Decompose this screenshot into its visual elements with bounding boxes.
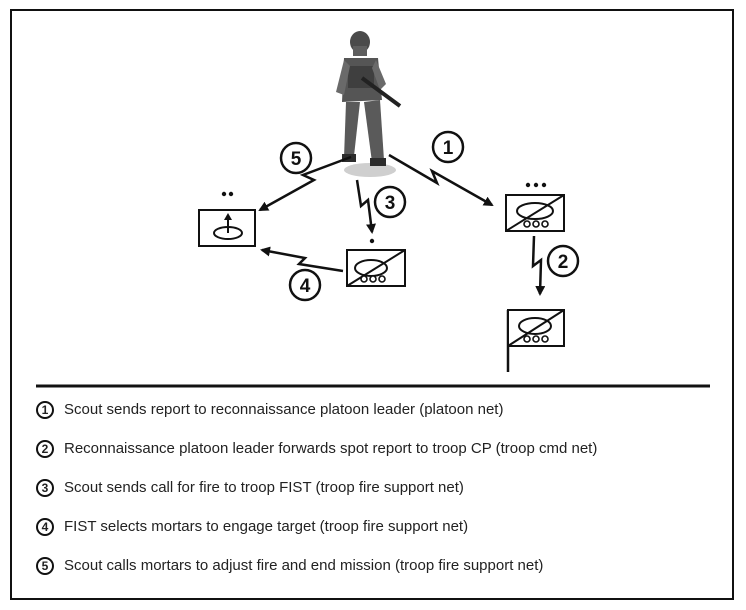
- flow-arrow-1: [388, 153, 494, 207]
- scout-soldier-icon: [336, 31, 402, 177]
- svg-text:3: 3: [385, 193, 396, 214]
- legend-item-5: 5 Scout calls mortars to adjust fire and…: [36, 554, 726, 578]
- legend-text: Scout sends call for fire to troop FIST …: [64, 479, 464, 496]
- flow-arrow-3: [355, 179, 376, 234]
- fist-vehicle-icon: [346, 238, 406, 287]
- legend-item-1: 1 Scout sends report to reconnaissance p…: [36, 398, 726, 422]
- svg-text:1: 1: [443, 138, 454, 159]
- flow-arrow-2: [531, 235, 546, 296]
- legend-item-3: 3 Scout sends call for fire to troop FIS…: [36, 476, 726, 500]
- legend-number: 4: [36, 518, 54, 536]
- legend-item-4: 4 FIST selects mortars to engage target …: [36, 515, 726, 539]
- step-marker-1: 1: [431, 130, 465, 164]
- legend-text: Scout calls mortars to adjust fire and e…: [64, 557, 544, 574]
- svg-text:5: 5: [291, 149, 302, 170]
- figure-frame: [10, 9, 734, 600]
- legend-text: Reconnaissance platoon leader forwards s…: [64, 440, 598, 457]
- svg-text:2: 2: [558, 252, 569, 273]
- legend-text: Scout sends report to reconnaissance pla…: [64, 401, 504, 418]
- step-marker-4: 4: [288, 268, 322, 302]
- legend-number: 5: [36, 557, 54, 575]
- step-marker-3: 3: [373, 185, 407, 219]
- step-marker-5: 5: [279, 141, 313, 175]
- step-marker-2: 2: [546, 244, 580, 278]
- legend-item-2: 2 Reconnaissance platoon leader forwards…: [36, 437, 726, 461]
- mortar-section-icon: [198, 191, 256, 247]
- flow-arrow-5: [258, 155, 352, 212]
- legend-list: 1 Scout sends report to reconnaissance p…: [36, 398, 726, 593]
- legend-number: 2: [36, 440, 54, 458]
- legend-text: FIST selects mortars to engage target (t…: [64, 518, 469, 535]
- troop-cp-vehicle-icon: [506, 309, 565, 372]
- platoon-leader-vehicle-icon: [505, 182, 565, 232]
- svg-text:4: 4: [300, 276, 311, 297]
- flow-arrow-4: [260, 246, 344, 273]
- legend-number: 1: [36, 401, 54, 419]
- legend-number: 3: [36, 479, 54, 497]
